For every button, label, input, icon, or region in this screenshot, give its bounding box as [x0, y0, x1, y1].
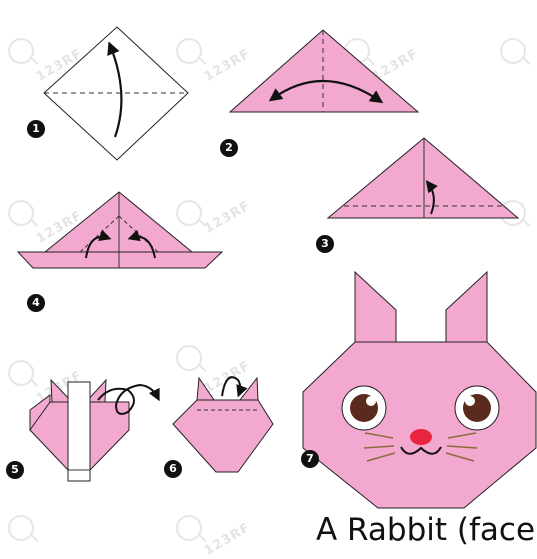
ear-left: [355, 272, 396, 342]
step-2-number: 2: [220, 139, 238, 157]
diagram-title: A Rabbit (face): [316, 512, 537, 548]
head-body: [303, 342, 536, 508]
step-4-number: 4: [27, 294, 45, 312]
ear-left: [197, 378, 214, 400]
step-5-number: 5: [6, 461, 24, 479]
step-3-diagram: [328, 138, 518, 218]
step-7-diagram: [303, 272, 536, 508]
ear-right: [240, 378, 258, 400]
eye-left: [342, 386, 386, 430]
center-white-strip: [68, 382, 90, 481]
step-2-diagram: [230, 30, 418, 112]
step-1-diagram: [44, 27, 188, 160]
head-body: [173, 400, 273, 472]
nose: [410, 429, 432, 445]
step-5-diagram: [30, 380, 158, 481]
paper-triangle: [230, 30, 418, 112]
ear-right: [446, 272, 487, 342]
eye-right: [455, 386, 499, 430]
step-4-diagram: [18, 192, 222, 268]
fold-arrow-over: [222, 377, 240, 396]
step-3-number: 3: [316, 235, 334, 253]
step-7-number: 7: [301, 450, 319, 468]
step-1-number: 1: [27, 120, 45, 138]
paper-base-strip: [18, 252, 222, 268]
step-6-number: 6: [164, 460, 182, 478]
step-6-diagram: [173, 377, 273, 472]
